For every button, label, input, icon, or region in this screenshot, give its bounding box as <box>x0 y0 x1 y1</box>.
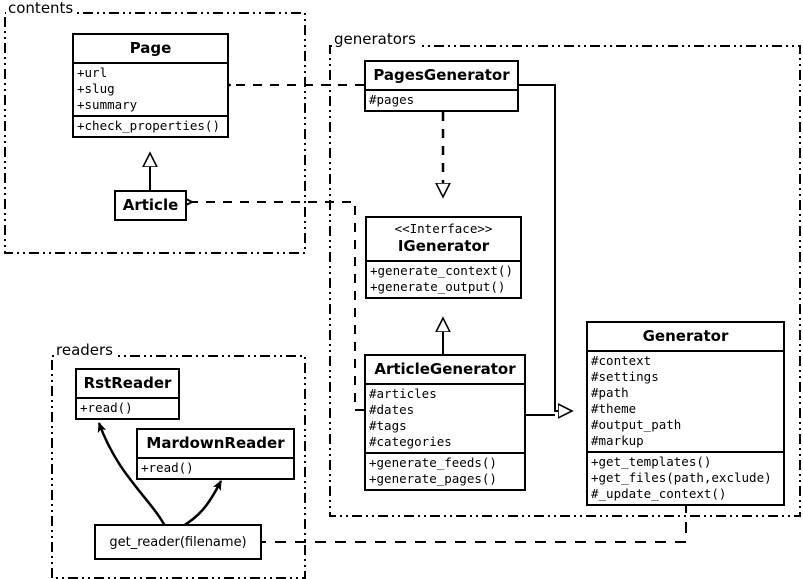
class-box-mardownreader[interactable]: MardownReader +read() <box>136 428 295 480</box>
method: +generate_context() <box>370 263 513 278</box>
class-box-article[interactable]: Article <box>114 190 187 221</box>
function-label-get-reader: get_reader(filename) <box>109 534 247 550</box>
attribute: #path <box>591 385 629 400</box>
class-attributes-page: +url +slug +summary <box>74 62 227 115</box>
attribute: #theme <box>591 401 637 416</box>
class-title-page: Page <box>129 39 172 57</box>
class-attributes-pagesgenerator: #pages <box>366 89 517 110</box>
method: +read() <box>80 400 133 415</box>
method: +read() <box>141 460 194 475</box>
attribute: #tags <box>369 418 407 433</box>
class-title-pagesgenerator: PagesGenerator <box>373 66 510 84</box>
attribute: #markup <box>591 433 644 448</box>
attribute: #pages <box>369 92 415 107</box>
class-box-pagesgenerator[interactable]: PagesGenerator #pages <box>364 60 519 112</box>
relation-pagesgenerator-to-generator <box>519 84 572 411</box>
attribute: #output_path <box>591 417 682 432</box>
class-title-generator: Generator <box>642 327 729 345</box>
class-title-mardownreader: MardownReader <box>146 434 285 452</box>
method: +check_properties() <box>77 118 220 133</box>
attribute: #dates <box>369 402 415 417</box>
class-box-page[interactable]: Page +url +slug +summary +check_properti… <box>72 33 229 138</box>
class-box-rstreader[interactable]: RstReader +read() <box>75 368 180 420</box>
method: +get_templates() <box>591 454 712 469</box>
class-attributes-generator: #context #settings #path #theme #output_… <box>588 350 783 451</box>
attribute: +url <box>77 65 108 80</box>
method: +generate_feeds() <box>369 455 497 470</box>
package-label-readers: readers <box>54 341 115 359</box>
method: +get_files(path,exclude) <box>591 470 772 485</box>
attribute: +slug <box>77 81 115 96</box>
attribute: #articles <box>369 386 437 401</box>
method: +generate_output() <box>370 279 506 294</box>
class-methods-articlegenerator: +generate_feeds() +generate_pages() <box>366 452 524 489</box>
class-methods-igenerator: +generate_context() +generate_output() <box>367 260 520 297</box>
function-box-get-reader[interactable]: get_reader(filename) <box>94 524 262 560</box>
attribute: #categories <box>369 434 452 449</box>
class-methods-generator: +get_templates() +get_files(path,exclude… <box>588 451 783 504</box>
attribute: #context <box>591 353 652 368</box>
package-label-generators: generators <box>332 30 418 48</box>
class-box-igenerator[interactable]: <<Interface>> IGenerator +generate_conte… <box>365 216 522 299</box>
class-methods-rstreader: +read() <box>77 397 178 418</box>
class-attributes-articlegenerator: #articles #dates #tags #categories <box>366 383 524 452</box>
class-name-igenerator: IGenerator <box>397 237 490 255</box>
class-title-rstreader: RstReader <box>83 374 172 392</box>
attribute: +summary <box>77 97 138 112</box>
relation-getreader-to-mardownreader <box>179 480 223 530</box>
relation-articlegenerator-to-article <box>192 202 364 411</box>
class-stereotype-igenerator: <<Interface>> <box>394 221 493 236</box>
method: #_update_context() <box>591 486 727 501</box>
class-box-articlegenerator[interactable]: ArticleGenerator #articles #dates #tags … <box>364 354 526 491</box>
method: +generate_pages() <box>369 471 497 486</box>
class-box-generator[interactable]: Generator #context #settings #path #them… <box>586 321 785 506</box>
class-title-igenerator: <<Interface>> IGenerator <box>367 218 520 260</box>
class-methods-mardownreader: +read() <box>138 457 293 478</box>
package-label-contents: contents <box>6 0 76 17</box>
attribute: #settings <box>591 369 659 384</box>
class-methods-page: +check_properties() <box>74 115 227 136</box>
class-title-articlegenerator: ArticleGenerator <box>374 360 516 378</box>
relation-generator-to-getreader <box>262 502 687 542</box>
class-title-article: Article <box>122 196 179 214</box>
